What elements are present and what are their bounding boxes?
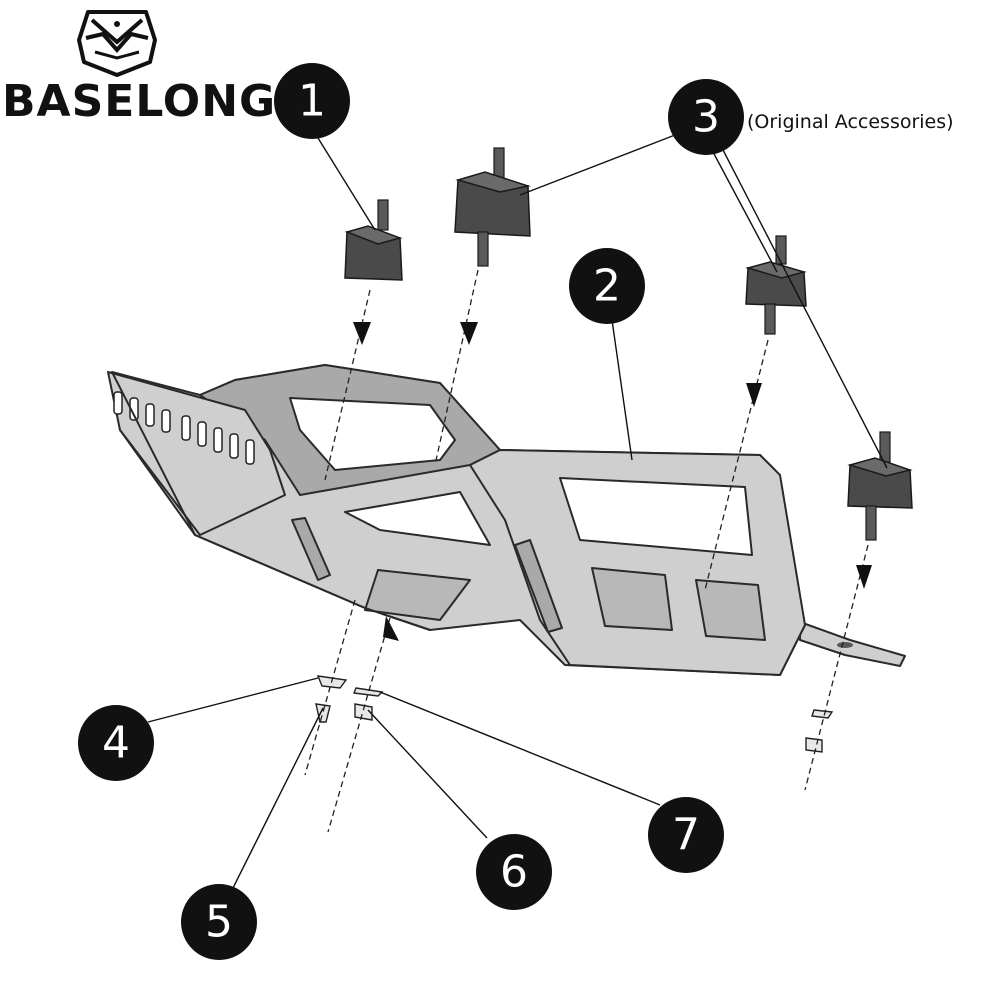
shield-logo-icon bbox=[77, 10, 157, 77]
brand-name: BASELONG bbox=[2, 76, 276, 127]
callout-5-label: 5 bbox=[205, 897, 233, 948]
callout-1-label: 1 bbox=[298, 76, 326, 127]
callout-3-label: 3 bbox=[692, 92, 720, 143]
rubber-mount-3b bbox=[745, 235, 807, 335]
leader-lines bbox=[147, 134, 888, 891]
washer-7 bbox=[353, 687, 384, 697]
nut-6 bbox=[354, 703, 373, 721]
callout-1: 1 bbox=[274, 63, 350, 139]
callout-7-label: 7 bbox=[672, 810, 700, 861]
callout-3: 3 (Original Accessories) bbox=[668, 79, 954, 155]
callout-3-note: (Original Accessories) bbox=[747, 111, 954, 133]
rubber-mount-1 bbox=[344, 199, 403, 281]
rubber-mount-3a bbox=[454, 147, 531, 267]
hardware-right bbox=[805, 709, 834, 753]
rubber-mount-3c bbox=[847, 431, 913, 541]
callout-6: 6 bbox=[476, 834, 552, 910]
callout-4: 4 bbox=[78, 705, 154, 781]
callout-2-label: 2 bbox=[593, 261, 621, 312]
callout-2: 2 bbox=[569, 248, 645, 324]
callout-7: 7 bbox=[648, 797, 724, 873]
callout-5: 5 bbox=[181, 884, 257, 960]
skid-plate bbox=[107, 364, 906, 676]
brand-logo: BASELONG bbox=[2, 10, 276, 127]
callout-4-label: 4 bbox=[102, 718, 130, 769]
callout-6-label: 6 bbox=[500, 847, 528, 898]
vent-slots bbox=[113, 391, 255, 465]
assembly-guides bbox=[304, 269, 872, 833]
